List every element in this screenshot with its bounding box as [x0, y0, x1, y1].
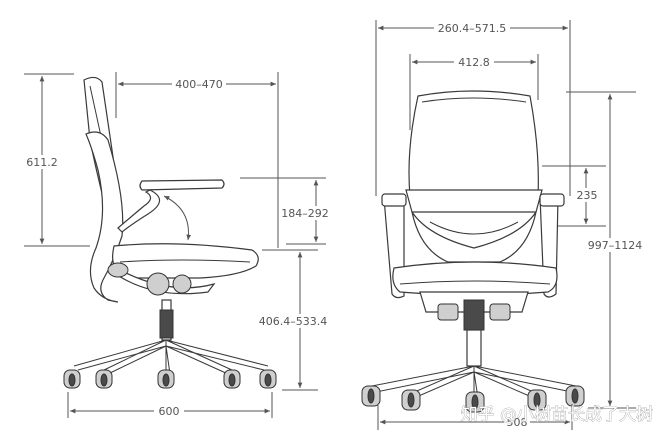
label-armrest-offset: 235 — [577, 189, 598, 202]
front-caster-5 — [565, 385, 585, 407]
label-seat-depth: 400–470 — [175, 78, 223, 91]
watermark-text: 知乎 @小树苗长成了大树 — [461, 405, 653, 425]
side-view-chair — [63, 76, 277, 389]
label-outer-width: 260.4–571.5 — [438, 22, 506, 35]
side-caster-5 — [259, 369, 277, 389]
side-dimension-lines — [24, 72, 326, 418]
side-caster-4 — [223, 369, 241, 389]
front-caster-2 — [401, 389, 421, 411]
side-caster-3 — [157, 369, 175, 389]
front-caster-4 — [527, 389, 547, 411]
side-caster-2 — [95, 369, 113, 389]
label-total-height: 997–1124 — [588, 239, 643, 252]
front-caster-1 — [361, 385, 381, 407]
front-dimension-lines — [375, 20, 636, 430]
label-back-height: 611.2 — [26, 156, 58, 169]
label-front-base-width: 508 — [507, 416, 528, 429]
front-view-chair — [361, 90, 585, 413]
label-back-width: 412.8 — [458, 56, 490, 69]
front-labels: 260.4–571.5 412.8 235 997–1124 508 — [434, 21, 650, 429]
front-caster-3 — [465, 391, 485, 413]
side-caster-1 — [63, 369, 81, 389]
label-seat-height: 406.4–533.4 — [259, 315, 327, 328]
label-armrest-height: 184–292 — [281, 207, 329, 220]
label-side-base-width: 600 — [159, 405, 180, 418]
side-labels: 400–470 611.2 184–292 406.4–533.4 600 — [22, 77, 331, 418]
